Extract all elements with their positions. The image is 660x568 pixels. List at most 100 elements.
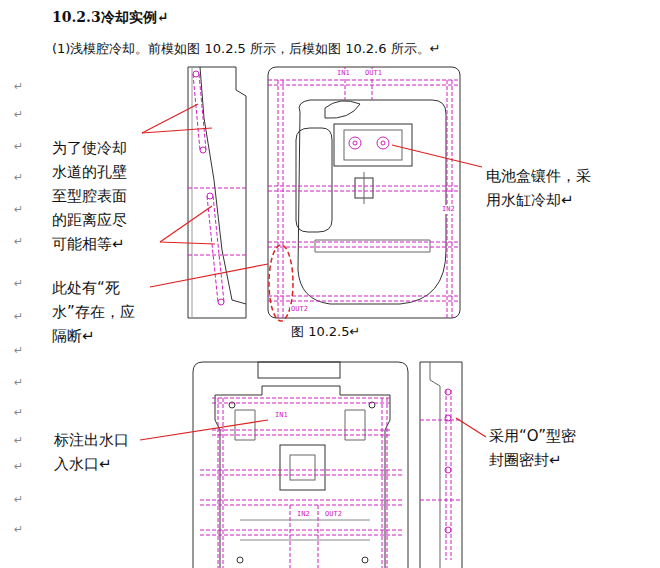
rear-mold-front-view — [290, 455, 315, 480]
cooling-channel — [268, 191, 460, 192]
paragraph-mark: ↵ — [14, 140, 23, 153]
front-mold-front-view — [298, 100, 446, 304]
paragraph-mark: ↵ — [14, 460, 23, 473]
rear-mold-side-view — [420, 362, 462, 568]
channel-end — [207, 193, 213, 199]
cooling-channel — [420, 390, 462, 560]
cooling-channel — [382, 398, 383, 568]
leader-line — [142, 104, 198, 133]
rear-mold-side-view — [420, 362, 462, 568]
cooling-channel — [200, 530, 402, 531]
cooling-channel — [193, 74, 200, 150]
paragraph-mark: ↵ — [14, 493, 23, 506]
annotation: 电池盒镶件，采用水缸冷却↵ — [486, 164, 597, 212]
cooling-channel — [188, 188, 246, 189]
cooling-channel — [268, 85, 460, 86]
cooling-channel — [268, 186, 460, 187]
rear-mold-front-view — [193, 362, 408, 568]
cooling-channel — [200, 505, 402, 506]
rear-mold-front-view — [193, 372, 194, 568]
cooling-channel — [212, 430, 392, 431]
channel-end — [193, 71, 224, 305]
rear-mold-front-view — [193, 362, 408, 568]
front-mold-front-view — [268, 67, 460, 318]
port-label: IN1 — [336, 69, 351, 78]
leader-line — [150, 264, 268, 287]
cooling-channel — [200, 500, 402, 501]
cooling-channel — [268, 67, 460, 318]
paragraph-mark: ↵ — [14, 523, 23, 536]
port-label: IN1 — [274, 411, 289, 420]
front-mold-front-view — [296, 128, 332, 232]
cooling-channel — [451, 390, 452, 560]
paragraph-mark: ↵ — [14, 376, 23, 389]
channel-end — [200, 147, 206, 153]
leader-line — [160, 242, 215, 244]
cooling-channel — [223, 398, 224, 568]
annotation: 标注出水口入水口↵ — [54, 428, 135, 476]
leader-line — [140, 104, 486, 440]
front-mold-front-view — [268, 67, 460, 318]
battery-insert-bubbler — [381, 141, 385, 145]
rear-mold-front-view — [237, 557, 243, 563]
cooling-channel — [387, 398, 388, 568]
o-ring-seal — [445, 527, 451, 533]
cooling-channel — [268, 301, 460, 302]
port-label: OUT2 — [290, 305, 309, 314]
annotation: 此处有“死水”存在，应隔断↵ — [52, 276, 147, 348]
battery-insert-bubbler — [353, 141, 357, 145]
annotation: 采用“O”型密封圈密封↵ — [489, 424, 581, 472]
o-ring-seal — [445, 389, 451, 395]
front-mold-side-view — [192, 67, 193, 318]
cooling-channel — [212, 398, 392, 399]
paragraph-mark: ↵ — [14, 344, 23, 357]
cooling-channel — [420, 500, 462, 501]
cooling-channel — [200, 535, 402, 536]
cooling-channel — [212, 403, 392, 404]
leader-line — [142, 128, 212, 133]
rear-mold-front-view — [280, 445, 325, 490]
front-mold-side-view — [200, 67, 246, 304]
channel-end — [193, 71, 199, 77]
front-mold-front-view — [325, 101, 360, 118]
cooling-channel — [278, 80, 279, 318]
cooling-channel — [212, 435, 392, 436]
paragraph-mark: ↵ — [14, 235, 23, 248]
paragraph: (1)浅模腔冷却。前模如图 10.2.5 所示，后模如图 10.2.6 所示。↵ — [52, 40, 441, 58]
cooling-channel — [200, 475, 402, 476]
o-ring-seal — [445, 415, 451, 421]
cooling-channel — [213, 196, 224, 302]
rear-mold-side-view — [430, 362, 440, 568]
port-label: OUT1 — [364, 69, 383, 78]
paragraph-mark: ↵ — [14, 203, 23, 216]
paragraph-mark: ↵ — [14, 310, 23, 323]
rear-mold-front-view — [258, 362, 340, 378]
port-label: IN2 — [296, 510, 311, 519]
cooling-channel — [268, 80, 460, 81]
channel-end — [218, 299, 224, 305]
cooling-channel — [452, 80, 453, 318]
section-title: 10.2.3冷却实例↵ — [52, 9, 168, 27]
battery-insert-bubbler — [349, 137, 361, 149]
paragraph-mark: ↵ — [14, 80, 23, 93]
o-ring-seal — [445, 467, 451, 473]
front-mold-front-view — [364, 172, 365, 204]
cooling-channel — [218, 398, 219, 568]
battery-insert-bubbler — [377, 137, 389, 149]
paragraph-mark: ↵ — [14, 108, 23, 121]
cooling-channel — [268, 242, 460, 243]
cooling-channel — [268, 247, 460, 248]
paragraph-mark: ↵ — [14, 406, 23, 419]
paragraph-mark: ↵ — [14, 277, 23, 290]
paragraph-mark: ↵ — [14, 434, 23, 447]
figure-caption: 图 10.2.5↵ — [291, 323, 360, 341]
leader-line — [160, 206, 212, 242]
cooling-channel — [420, 420, 462, 421]
cooling-channel — [188, 255, 246, 256]
cooling-channel — [283, 80, 284, 318]
cooling-channel — [318, 505, 319, 568]
cooling-channel — [188, 74, 246, 302]
cooling-channel — [207, 196, 218, 302]
rear-mold-front-view — [362, 557, 368, 563]
cooling-channel — [200, 398, 402, 568]
